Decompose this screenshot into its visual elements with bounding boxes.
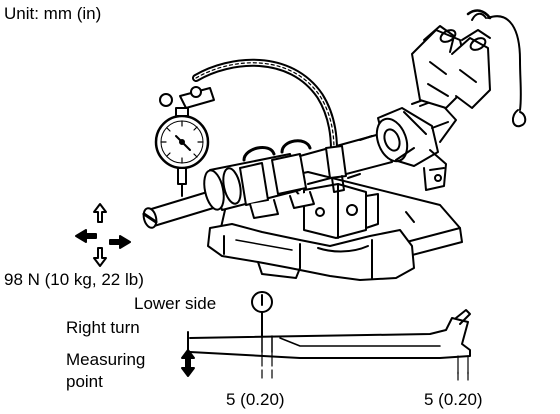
right-joint-assembly — [375, 95, 457, 191]
right-arrow-icon — [109, 235, 131, 249]
measuring-label: Measuring — [66, 350, 146, 369]
point-label: point — [66, 372, 103, 391]
unit-label: Unit: mm (in) — [4, 4, 102, 23]
clamps — [242, 139, 315, 219]
flexible-arm — [159, 58, 347, 193]
down-arrow-icon — [93, 247, 107, 267]
double-arrow-icon — [181, 349, 195, 377]
up-arrow-icon — [93, 203, 107, 223]
electric-cable — [487, 15, 527, 128]
motor-body — [411, 9, 492, 109]
clearance-right-label: 5 (0.20) — [424, 390, 483, 409]
support-bracket — [303, 183, 379, 239]
clearance-left-label: 5 (0.20) — [226, 390, 285, 409]
left-arrow-icon — [75, 229, 97, 243]
lower-side-label: Lower side — [134, 294, 217, 313]
dial-gauge-icon — [154, 107, 210, 197]
lower-housing — [207, 223, 415, 281]
steering-shaft — [142, 133, 393, 229]
right-turn-label: Right turn — [66, 318, 140, 337]
side-view-rack — [187, 309, 471, 381]
load-label: 98 N (10 kg, 22 lb) — [4, 270, 144, 289]
gauge-probe-icon — [251, 291, 273, 337]
